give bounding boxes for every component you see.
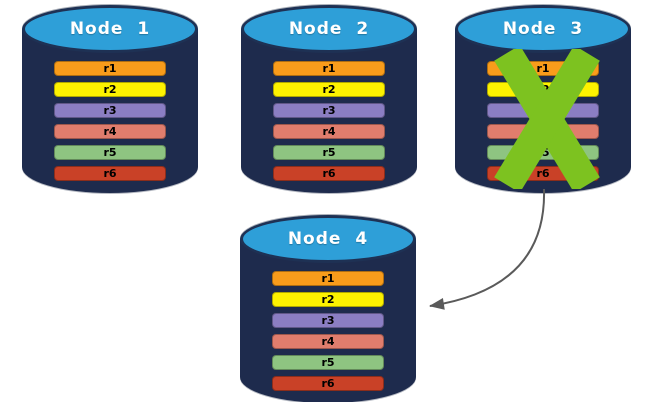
replica-row-r3: r3: [54, 103, 166, 118]
failover-arrow-path: [429, 188, 546, 310]
replica-row-r4: r4: [273, 124, 385, 139]
cylinder-top: Node 4: [240, 215, 416, 263]
replica-row-r2: r2: [273, 82, 385, 97]
replica-row-r3: r3: [273, 103, 385, 118]
cylinder-top: Node 2: [241, 5, 417, 53]
replica-row-r2: r2: [54, 82, 166, 97]
node-4-cylinder: r1 r2 r3 r4 r5 r6 Node 4: [240, 215, 416, 402]
node-2-cylinder: r1 r2 r3 r4 r5 r6 Node 2: [241, 5, 417, 193]
node-label: Node 2: [288, 19, 370, 39]
x-stroke: [494, 49, 600, 189]
replica-row-r5: r5: [54, 145, 166, 160]
replica-row-r5: r5: [272, 355, 384, 370]
cylinder-top: Node 1: [22, 5, 198, 53]
replica-row-r1: r1: [272, 271, 384, 286]
replica-row-r1: r1: [273, 61, 385, 76]
node-label: Node 1: [69, 19, 151, 39]
replica-row-r4: r4: [54, 124, 166, 139]
replica-row-r6: r6: [272, 376, 384, 391]
replica-row-r6: r6: [54, 166, 166, 181]
replica-row-r1: r1: [54, 61, 166, 76]
replica-row-r5: r5: [273, 145, 385, 160]
cylinder-top: Node 3: [455, 5, 631, 53]
replica-row-r2: r2: [272, 292, 384, 307]
replica-row-r6: r6: [273, 166, 385, 181]
replica-rows: r1 r2 r3 r4 r5 r6: [54, 61, 166, 187]
replica-rows: r1 r2 r3 r4 r5 r6: [272, 271, 384, 397]
replica-rows: r1 r2 r3 r4 r5 r6: [273, 61, 385, 187]
failure-x-icon: [494, 49, 600, 189]
node-label: Node 4: [287, 229, 369, 249]
node-1-cylinder: r1 r2 r3 r4 r5 r6 Node 1: [22, 5, 198, 193]
node-label: Node 3: [502, 19, 584, 39]
replica-row-r4: r4: [272, 334, 384, 349]
replica-row-r3: r3: [272, 313, 384, 328]
